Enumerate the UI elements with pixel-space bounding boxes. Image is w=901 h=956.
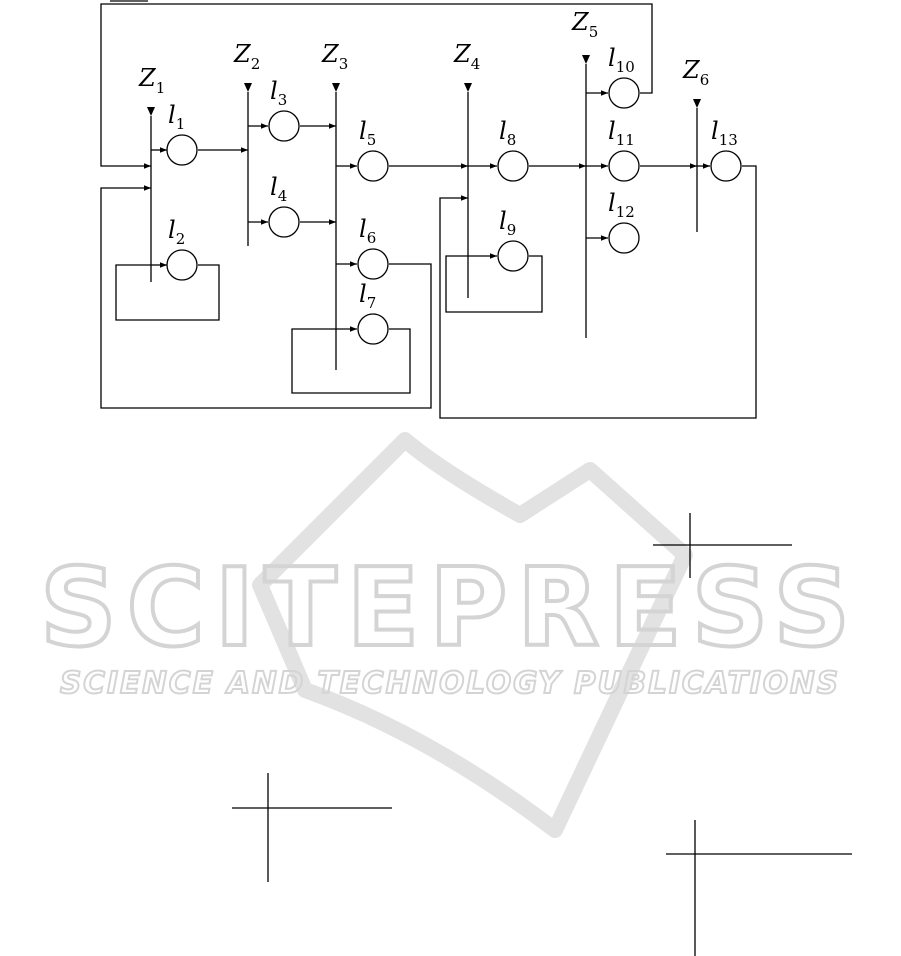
- place-l7-label: l7: [359, 280, 376, 312]
- place-l10-node: [609, 78, 639, 108]
- place-l13-node: [711, 151, 741, 181]
- place-l10-label: l10: [608, 44, 635, 76]
- place-l11-node: [609, 151, 639, 181]
- transition-z5-label: Z5: [571, 8, 598, 41]
- place-l9-node: [498, 241, 528, 271]
- transition-z1-label: Z1: [138, 64, 165, 97]
- watermark-logo: SCITEPRESS SCIENCE AND TECHNOLOGY PUBLIC…: [40, 440, 860, 830]
- transition-z5-bar: [582, 55, 590, 338]
- transition-z4-label: Z4: [453, 40, 480, 73]
- place-l3-label: l3: [270, 77, 287, 109]
- place-l5-node: [358, 151, 388, 181]
- place-l12-label: l12: [608, 189, 635, 221]
- transition-z3-label: Z3: [321, 40, 348, 73]
- transition-z4-bar: [464, 83, 472, 298]
- place-l9-label: l9: [499, 207, 516, 239]
- place-l5-label: l5: [359, 117, 376, 149]
- watermark-logo-text: SCITEPRESS: [40, 546, 860, 671]
- arcs: [101, 4, 756, 418]
- place-l8-node: [498, 151, 528, 181]
- places: [167, 78, 741, 344]
- place-l1-node: [167, 135, 197, 165]
- place-l3-node: [269, 111, 299, 141]
- place-l2-node: [167, 250, 197, 280]
- place-l7-node: [358, 314, 388, 344]
- transition-z2-label: Z2: [233, 40, 260, 73]
- place-l2-label: l2: [168, 216, 185, 248]
- place-l13-label: l13: [711, 117, 738, 149]
- place-l11-label: l11: [608, 117, 635, 149]
- transition-z1-bar: [147, 107, 155, 282]
- matrix-cross-3: [666, 820, 852, 956]
- place-l4-node: [269, 207, 299, 237]
- matrix-cross-2: [232, 773, 392, 882]
- place-l1-label: l1: [168, 101, 185, 133]
- transition-z6-label: Z6: [682, 56, 709, 89]
- watermark-tagline: SCIENCE AND TECHNOLOGY PUBLICATIONS: [60, 666, 840, 701]
- place-l6-node: [358, 249, 388, 279]
- place-l8-label: l8: [499, 117, 516, 149]
- place-l6-label: l6: [359, 215, 376, 247]
- place-l12-node: [609, 223, 639, 253]
- place-l4-label: l4: [270, 173, 287, 205]
